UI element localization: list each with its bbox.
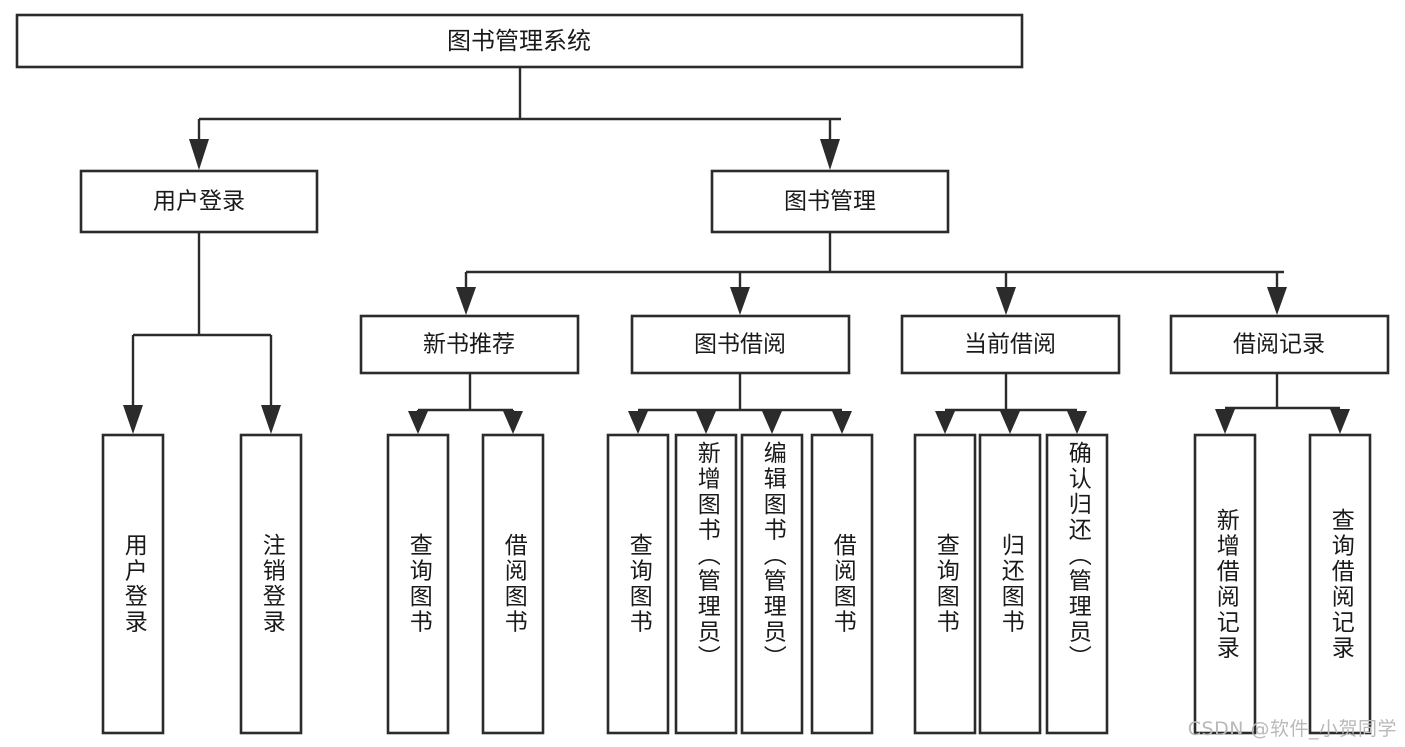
node-book-management[interactable]: 图书管理 (710, 169, 950, 234)
leaf-box-group-borrow-record (1193, 433, 1372, 735)
node-new-book-recommend-box (359, 314, 580, 375)
arrow-head-leaf-bb-4 (832, 411, 852, 434)
connector-group-book-borrow (628, 373, 852, 434)
arrow-head-leaf-user-login-1 (123, 405, 143, 434)
node-borrow-record-box (1169, 314, 1390, 375)
csdn-watermark: CSDN @软件_小贺同学 (1187, 718, 1397, 740)
arrow-head-leaf-nbr-2 (503, 411, 523, 434)
arrow-head-leaf-cb-3 (1067, 411, 1087, 434)
leaf-box-group-book-borrow (606, 433, 874, 735)
leaf-box-nbr-1[interactable] (386, 433, 450, 735)
node-user-login-label: 用户登录 (153, 189, 245, 215)
arrow-head-book-borrow (730, 287, 750, 315)
leaf-box-br-2[interactable] (1308, 433, 1372, 735)
arrow-head-user-login (189, 139, 209, 170)
connector-group-book-manage (456, 232, 1287, 315)
leaf-box-user-login-1[interactable] (101, 433, 165, 735)
arrow-head-leaf-br-2 (1330, 409, 1350, 434)
leaf-box-cb-1[interactable] (913, 433, 977, 735)
connector-group-root (189, 67, 841, 170)
node-current-borrow[interactable]: 当前借阅 (900, 314, 1121, 375)
node-borrow-record[interactable]: 借阅记录 (1169, 314, 1390, 375)
arrow-head-leaf-cb-2 (1000, 411, 1020, 434)
node-new-book-recommend[interactable]: 新书推荐 (359, 314, 580, 375)
leaf-box-br-1[interactable] (1193, 433, 1257, 735)
connector-group-current-borrow (935, 373, 1087, 434)
leaf-box-cb-3[interactable] (1045, 433, 1109, 735)
arrow-head-new-book-recommend (456, 287, 476, 315)
node-book-borrow-label: 图书借阅 (694, 332, 786, 358)
connector-group-new-book-recommend (408, 373, 523, 434)
node-borrow-record-label: 借阅记录 (1233, 332, 1325, 358)
node-user-login-box (79, 169, 319, 234)
node-book-management-label: 图书管理 (784, 189, 876, 215)
arrow-head-leaf-bb-1 (628, 411, 648, 434)
node-current-borrow-box (900, 314, 1121, 375)
leaf-box-group-user-login (101, 433, 303, 735)
node-root-label: 图书管理系统 (447, 27, 591, 55)
connector-group-user-login (123, 232, 281, 434)
node-new-book-recommend-label: 新书推荐 (423, 332, 515, 358)
leaf-box-user-login-2[interactable] (239, 433, 303, 735)
arrow-head-leaf-user-login-2 (261, 405, 281, 434)
leaf-box-bb-2[interactable] (674, 433, 738, 735)
leaf-box-bb-4[interactable] (810, 433, 874, 735)
arrow-head-leaf-bb-3 (762, 411, 782, 434)
node-book-borrow[interactable]: 图书借阅 (630, 314, 851, 375)
leaf-box-bb-3[interactable] (740, 433, 804, 735)
node-root-book-management-system[interactable]: 图书管理系统 (15, 13, 1024, 69)
leaf-box-cb-2[interactable] (978, 433, 1042, 735)
leaf-box-group-new-book-recommend (386, 433, 545, 735)
leaf-box-group-current-borrow (913, 433, 1109, 735)
arrow-head-borrow-record (1267, 287, 1287, 315)
node-root-box (15, 13, 1024, 69)
leaf-box-bb-1[interactable] (606, 433, 670, 735)
arrow-head-leaf-nbr-1 (408, 411, 428, 434)
node-user-login[interactable]: 用户登录 (79, 169, 319, 234)
node-book-borrow-box (630, 314, 851, 375)
arrow-head-leaf-br-1 (1215, 409, 1235, 434)
node-current-borrow-label: 当前借阅 (964, 332, 1056, 358)
arrow-head-leaf-cb-1 (935, 411, 955, 434)
leaf-box-nbr-2[interactable] (481, 433, 545, 735)
arrow-head-current-borrow (996, 287, 1016, 315)
arrow-head-leaf-bb-2 (696, 411, 716, 434)
arrow-head-book-manage (820, 139, 840, 170)
node-book-management-box (710, 169, 950, 234)
connector-group-borrow-record (1215, 373, 1350, 434)
